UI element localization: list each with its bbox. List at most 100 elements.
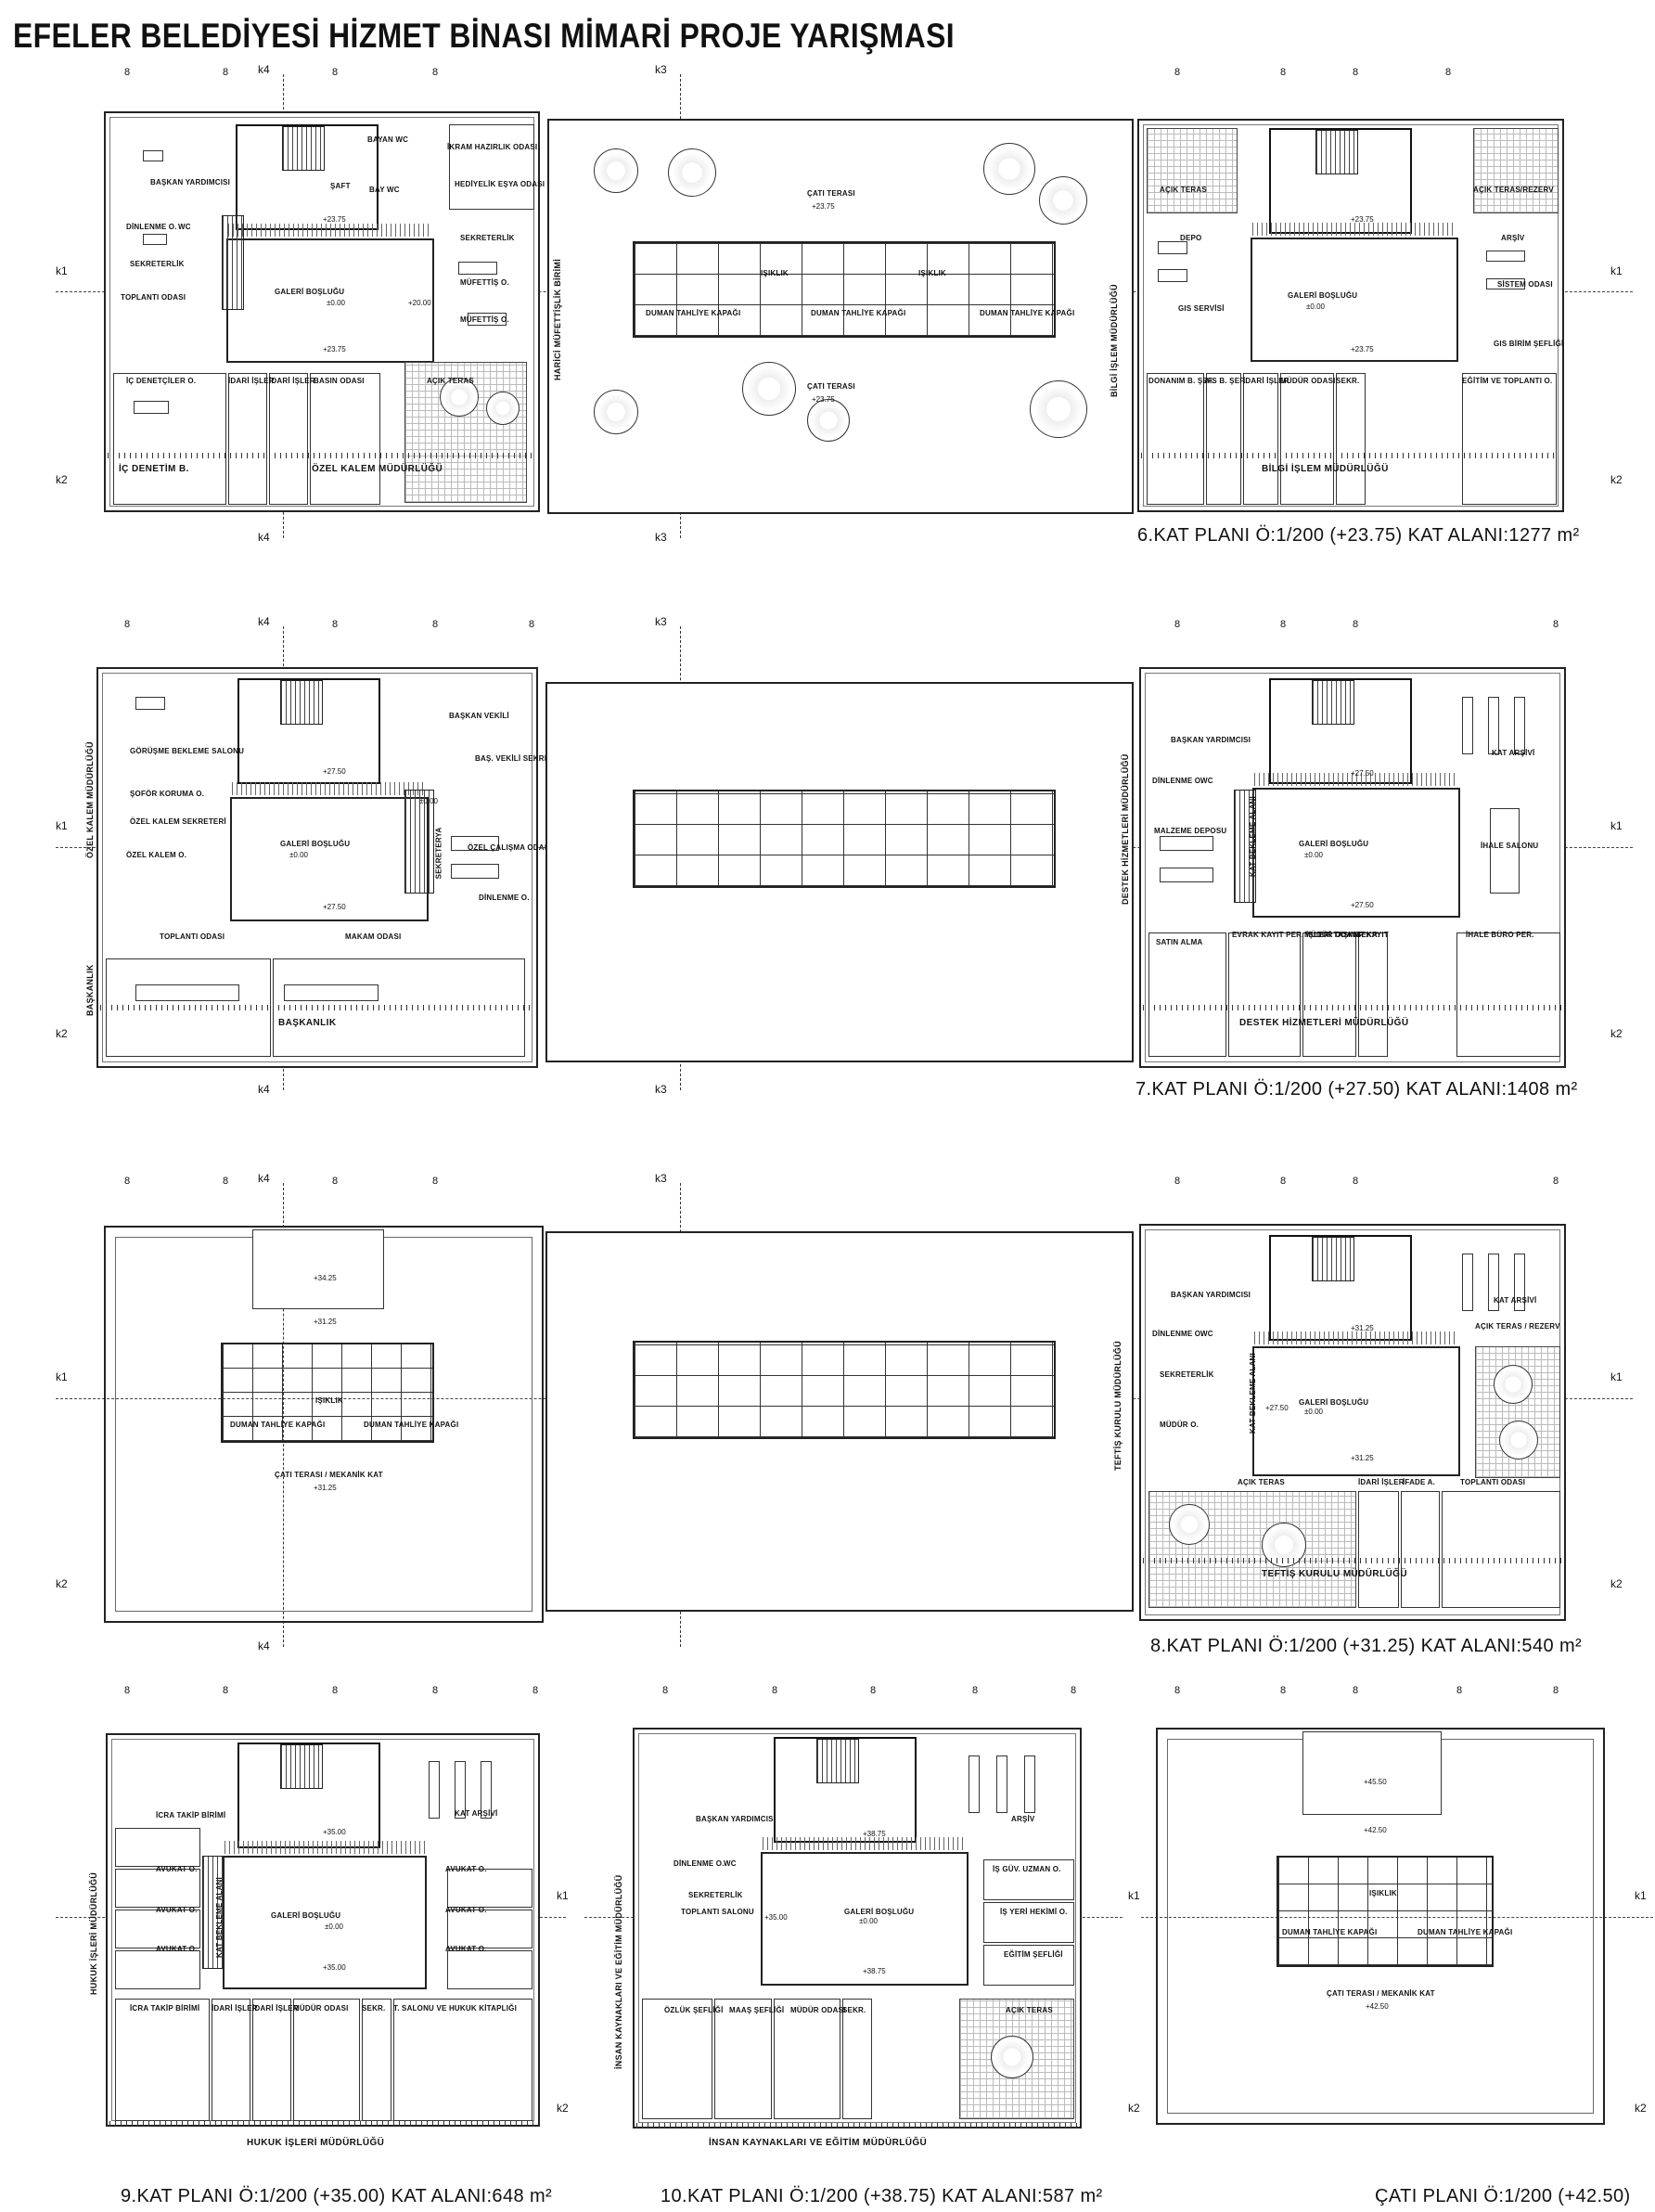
section-k4-label: k4 [258,1172,270,1185]
room-label: BAYAN WC [367,135,409,144]
room-label: KAT ARŞİVİ [1492,749,1535,757]
room-label: İHALE BÜRO PER. [1466,931,1534,939]
grid-axis-label: 8 [1280,1176,1287,1187]
room-label: EĞİTİM ŞEFLİĞİ [1004,1950,1063,1959]
level-mark: +45.50 [1364,1778,1387,1786]
grid-axis-label: 8 [1174,67,1181,78]
grid-axis-label: 8 [870,1685,877,1696]
wing-bottom-label: İNSAN KAYNAKLARI VE EĞİTİM MÜDÜRLÜĞÜ [709,2138,928,2148]
room-label: AÇIK TERAS / REZERV [1475,1322,1560,1331]
level-mark: +35.00 [764,1913,788,1922]
grid-axis-label: 8 [223,1176,229,1187]
wing-bottom-label: TEFTİŞ KURULU MÜDÜRLÜĞÜ [1262,1569,1407,1579]
gallery-void [761,1837,969,1986]
plan-caption: 8.KAT PLANI Ö:1/200 (+31.25) KAT ALANI:5… [1150,1636,1583,1656]
level-mark: +20.00 [408,299,431,307]
roof-plan: 8 8 8 8 8 k1 k2 +45.50 +42.50 IŞIKLIK DU… [1141,1679,1655,2212]
room-label: ÖZEL ÇALIŞMA ODASI [468,843,552,852]
terrace-label: ÇATI TERASI / MEKANİK KAT [275,1471,383,1479]
wing-bottom-label: İÇ DENETİM B. [119,464,189,474]
section-k3-label: k3 [655,63,667,76]
level-mark: +35.00 [323,1963,346,1972]
grid-axis-label: 8 [1353,619,1359,630]
room-label: SEKR. [1336,377,1360,385]
grid-axis-label: 8 [332,1685,339,1696]
grid-axis-label: 8 [124,1176,131,1187]
level-mark: +23.75 [323,345,346,354]
level-mark: +31.25 [314,1484,337,1492]
level-mark: +38.75 [863,1967,886,1975]
level-mark: +34.25 [314,1274,337,1282]
terrace-label: ÇATI TERASI [807,382,855,391]
section-k2-label: k2 [56,1027,68,1040]
wing-bottom-label: BAŞKANLIK [278,1018,337,1028]
room-label: İDARİ İŞLER [269,377,315,385]
room-label: MÜDÜR ODASI [293,2004,349,2013]
skylight-label: IŞIKLIK [761,269,789,277]
room-label: KAT ARŞİVİ [455,1809,498,1818]
level-mark: +23.75 [1351,345,1374,354]
grid-axis-label: 8 [1553,1685,1559,1696]
section-k3-label: k3 [655,1083,667,1096]
grid-axis-label: 8 [1445,67,1452,78]
room-label: BASIN ODASI [314,377,365,385]
room-label: TOPLANTI ODASI [160,932,225,941]
level-mark: ±0.00 [419,797,438,805]
wing-side-label: TEFTİŞ KURULU MÜDÜRLÜĞÜ [1113,1341,1123,1471]
skylight-grid [633,1341,1056,1439]
room-label: WC [1200,1330,1213,1338]
level-mark: ±0.00 [325,1923,343,1931]
room-label: EVRAK KAYIT PER. İŞLERİ TAŞINIR KAYIT [1232,931,1389,939]
grid-axis-label: 8 [432,1176,439,1187]
grid-axis-label: 8 [332,67,339,78]
grid-axis-label: 8 [1174,619,1181,630]
skylight-grid [633,790,1056,888]
level-mark: +35.00 [323,1828,346,1836]
wing-side-label: BİLGİ İŞLEM MÜDÜRLÜĞÜ [1110,284,1119,397]
room-label: AÇIK TERAS/REZERV [1473,186,1554,194]
room-label: İDARİ İŞLER [1243,377,1289,385]
room-label: İCRA TAKİP BİRİMİ [130,2004,200,2013]
grid-axis-label: 8 [332,1176,339,1187]
section-k1-label: k1 [1610,819,1623,832]
level-mark: +23.75 [812,202,835,211]
room-label: DİNLENME O. [479,894,530,902]
floor-plan-10: 8 8 8 8 8 k1 k2 İNSAN KAYNAKLARI VE EĞİT… [575,1679,1140,2212]
section-k2-label: k2 [56,473,68,486]
level-mark: +31.25 [1351,1454,1374,1462]
room-label: ÖZLÜK ŞEFLİĞİ [664,2006,724,2014]
room-label: KAT ARŞİVİ [1494,1296,1537,1305]
room-label: GALERİ BOŞLUĞU [844,1908,915,1916]
room-label: İDARİ İŞLER [212,2004,258,2013]
room-label: KAT BEKLEME ALANI [1249,1353,1257,1434]
room-label: ÖZEL KALEM SEKRETERİ [130,817,226,826]
grid-axis-label: 8 [223,1685,229,1696]
wing-10 [633,1728,1082,2128]
level-mark: +23.75 [1351,215,1374,224]
grid-axis-label: 8 [529,619,535,630]
room-label: BAŞKAN VEKİLİ [449,712,509,720]
level-mark: +23.75 [812,395,835,404]
room-label: TOPLANTI ODASI [121,293,186,302]
room-label: HEDİYELİK EŞYA ODASI VE DEPO [455,180,582,188]
gallery-void [1252,773,1460,918]
smoke-hatch-label: DUMAN TAHLİYE KAPAĞI [1282,1928,1378,1936]
room-label: GALERİ BOŞLUĞU [271,1911,341,1920]
section-k1-label: k1 [56,819,68,832]
grid-axis-label: 8 [124,619,131,630]
room-label: BAŞKAN YARDIMCISI [1171,736,1251,744]
section-k4-label: k4 [258,1083,270,1096]
room-label: DİNLENME O. [674,1859,725,1868]
room-label: AVUKAT O. [156,1945,198,1953]
room-label: SEKRETERLİK [130,260,185,268]
room-label: GALERİ BOŞLUĞU [1288,291,1358,300]
room-label: MAAŞ ŞEFLİĞİ [729,2006,785,2014]
grid-axis-label: 8 [1353,67,1359,78]
left-wing-7 [96,667,538,1068]
room-label: AÇIK TERAS [427,377,474,385]
section-k2-label: k2 [1128,2102,1140,2115]
room-label: İÇ DENETÇİLER O. [126,377,197,385]
terrace-label: ÇATI TERASI [807,189,855,198]
section-k4-label: k4 [258,531,270,544]
section-k2-label: k2 [1610,1577,1623,1590]
